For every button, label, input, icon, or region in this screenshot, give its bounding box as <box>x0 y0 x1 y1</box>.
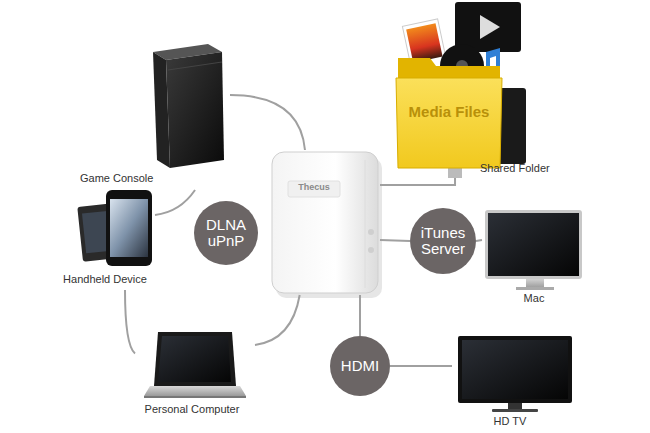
nas-device <box>272 152 382 298</box>
port-circle: HDMI <box>330 336 390 396</box>
device-label: Shared Folder <box>480 162 550 174</box>
game-console-node: Game Console <box>78 40 230 190</box>
mac-monitor <box>485 210 582 290</box>
connector-line <box>155 190 195 215</box>
device-label: HD TV <box>494 415 527 427</box>
connector-line <box>476 239 482 242</box>
game-console <box>153 44 224 168</box>
connector-line <box>380 178 455 185</box>
mac-node: Mac <box>482 208 587 306</box>
handheld-device <box>77 190 152 266</box>
connector-line <box>359 295 361 336</box>
service-circle: iTunes Server <box>410 208 476 274</box>
connector-line <box>230 95 305 150</box>
nas-node: Thecus <box>270 150 380 295</box>
personal-computer-node: Personal Computer <box>135 325 255 420</box>
hd-tv-node: HD TV <box>452 333 574 431</box>
port-label: HDMI <box>341 358 379 375</box>
shared-folder-illustration <box>396 2 526 178</box>
device-label: Handheld Device <box>63 273 147 285</box>
hd-tv <box>458 336 572 412</box>
connector-line <box>255 295 300 345</box>
device-label: Game Console <box>80 172 153 184</box>
protocol-label: DLNA uPnP <box>198 217 254 250</box>
connector-line <box>390 365 452 367</box>
device-label: Personal Computer <box>145 403 240 415</box>
folder-label: Media Files <box>409 104 490 121</box>
device-label: Mac <box>524 292 545 304</box>
connector-line <box>380 240 410 241</box>
laptop <box>144 332 246 398</box>
connector-line <box>125 290 135 354</box>
service-label: iTunes Server <box>414 225 472 258</box>
brand-label: Thecus <box>298 183 330 193</box>
handheld-device-node: Handheld Device <box>55 190 155 290</box>
protocol-circle: DLNA uPnP <box>194 201 258 265</box>
shared-folder-node: Media FilesShared Folder <box>392 0 557 178</box>
